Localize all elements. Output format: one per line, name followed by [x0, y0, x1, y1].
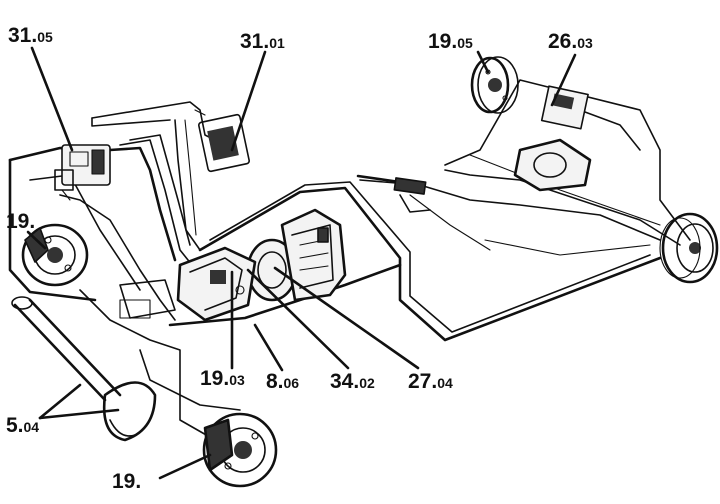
rear-right-brake-drum: [470, 56, 519, 114]
label-26-03: 26.03: [548, 30, 593, 53]
front-left-brake-disc: [21, 223, 89, 287]
label-31-05: 31.05: [8, 24, 53, 47]
front-right-brake-disc: [202, 412, 278, 488]
abs-control-unit: [54, 144, 111, 201]
label-19-left: 19.: [6, 210, 35, 233]
labels: 31.05 31.01 19.05 26.03 19. 19.03 8.06 3…: [6, 24, 593, 493]
label-19-03: 19.03: [200, 367, 245, 390]
abs-hydraulic-unit: [119, 246, 257, 322]
label-34-02: 34.02: [330, 370, 375, 393]
leader-lines: [26, 46, 577, 480]
label-19-05: 19.05: [428, 30, 473, 53]
handbrake-lever: [356, 174, 431, 213]
label-19-bottom: 19.: [112, 470, 141, 493]
sensor-connector-module: [194, 109, 250, 173]
rear-left-brake-drum: [659, 212, 719, 284]
brake-pressure-regulator: [513, 85, 641, 192]
label-27-04: 27.04: [408, 370, 453, 393]
front-axle-shield: [11, 296, 157, 442]
label-8-06: 8.06: [266, 370, 299, 393]
label-5-04: 5.04: [6, 414, 39, 437]
brake-servo-master-cylinder: [246, 208, 347, 302]
label-31-01: 31.01: [240, 30, 285, 53]
